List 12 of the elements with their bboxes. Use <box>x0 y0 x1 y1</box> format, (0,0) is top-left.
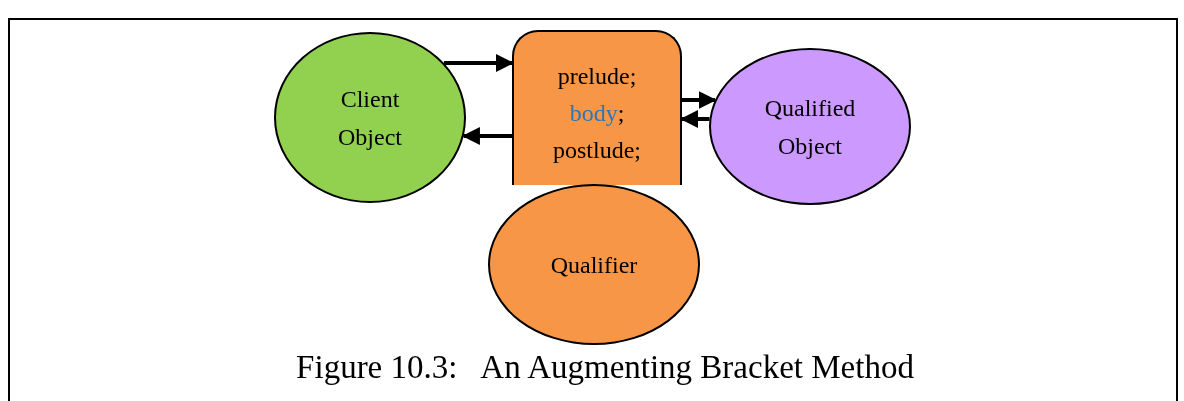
arrow <box>461 127 512 145</box>
bracket-method-box <box>512 30 682 185</box>
arrow <box>443 54 514 72</box>
node-label: Client Object <box>337 84 403 152</box>
figure-caption: Figure 10.3: An Augmenting Bracket Method <box>295 348 915 387</box>
arrow <box>680 110 710 128</box>
code-line: postlude; <box>553 136 641 165</box>
code-line: body; <box>568 99 626 128</box>
node-label: Qualified Object <box>763 93 857 161</box>
code-line: prelude; <box>556 62 638 91</box>
arrow <box>682 91 717 109</box>
node-label: Qualifier <box>550 250 638 280</box>
